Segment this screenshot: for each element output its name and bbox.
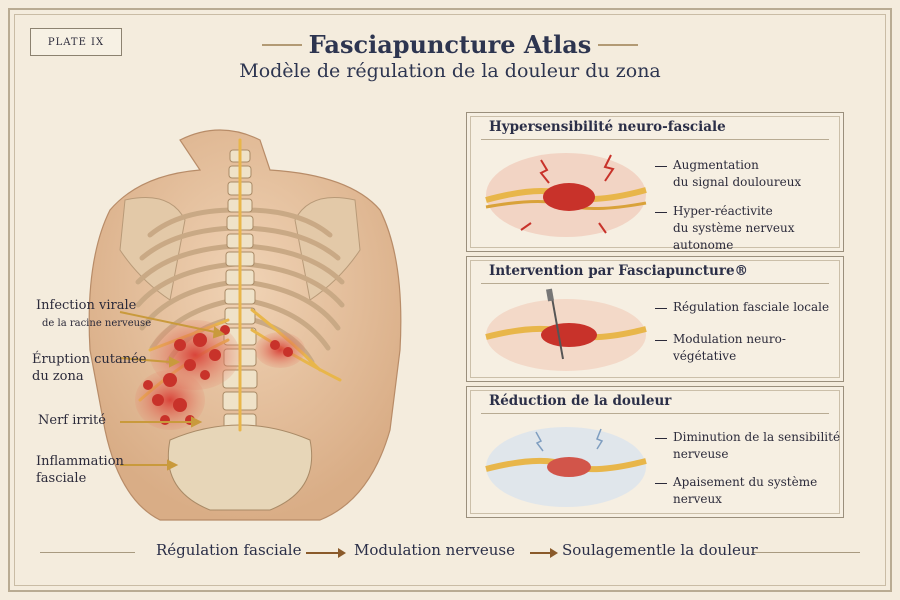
panel-border (470, 116, 840, 248)
label-eruption-line2: du zona (32, 369, 84, 384)
label-arrows (119, 311, 226, 471)
outer-frame (8, 8, 892, 592)
needle-intervention-illustration (485, 288, 647, 371)
panel-point: Hyper-réactivite du système nerveux auto… (673, 203, 843, 254)
label-eruption-line1: Éruption cutanée (32, 352, 147, 367)
pelvis (167, 424, 313, 511)
label-infection-line1: Infection virale (36, 298, 137, 313)
flow-step-2: Modulation nerveuse (354, 541, 515, 559)
panel-point: Diminution de la sensibilité nerveuse (673, 429, 840, 463)
flow-rule-right (752, 552, 860, 553)
flow-step-3: Soulagementle la douleur (562, 541, 758, 559)
point-line1: Hyper-réactivite (673, 204, 773, 218)
bullet-dash (655, 212, 667, 213)
label-inflammation: Inflammation fasciale (36, 453, 124, 487)
bullet-dash (655, 340, 667, 341)
label-infection-line2: de la racine nerveuse (42, 318, 152, 329)
label-inflammation-line1: Inflammation (36, 454, 124, 469)
bullet-dash (655, 308, 667, 309)
label-nerf: Nerf irrité (38, 413, 106, 428)
calm-nerve-illustration (485, 427, 647, 507)
panel-title: Intervention par Fasciapuncture® (489, 263, 749, 279)
panel-divider (481, 413, 829, 414)
point-line1: Augmentation (673, 158, 759, 172)
point-line1: Diminution de la sensibilité (673, 430, 841, 444)
flow-rule-left (40, 552, 135, 553)
shingles-rash (135, 320, 305, 430)
bullet-dash (655, 438, 667, 439)
panel-title: Réduction de la douleur (489, 393, 672, 409)
label-infection: Infection virale (36, 297, 136, 314)
point-line2: du système nerveux autonome (673, 221, 795, 252)
label-eruption: Éruption cutanée du zona (32, 351, 147, 385)
panel-point: Augmentation du signal douloureux (673, 157, 801, 191)
flow-arrow-icon (530, 548, 558, 558)
flow-arrow-icon (306, 548, 346, 558)
inner-frame (14, 14, 886, 586)
bullet-dash (655, 483, 667, 484)
panel-point: Régulation fasciale locale (673, 300, 830, 314)
panel-intervention: Intervention par Fasciapuncture® Régulat… (466, 256, 844, 382)
panel-divider (481, 139, 829, 140)
panel-title: Hypersensibilité neuro-fasciale (489, 119, 726, 135)
panel-divider (481, 283, 829, 284)
point-line2: du signal douloureux (673, 175, 802, 189)
title-ornament-left (262, 44, 302, 46)
bullet-dash (655, 166, 667, 167)
back-anatomy-illustration (88, 129, 402, 521)
plate-number: PLATE IX (30, 28, 122, 56)
panel-hypersensibilite: Hypersensibilité neuro-fasciale Augmenta… (466, 112, 844, 252)
panel-point: Apaisement du système nerveux (673, 474, 817, 508)
label-inflammation-line2: fasciale (36, 471, 87, 486)
panel-border (470, 260, 840, 378)
panel-point: Modulation neuro-végétative (673, 332, 786, 363)
point-line2: nerveuse (673, 447, 729, 461)
point-line1: Apaisement du système (673, 475, 818, 489)
page-subtitle: Modèle de régulation de la douleur du zo… (239, 60, 661, 82)
page-title: Fasciapuncture Atlas (308, 30, 592, 59)
point-line2: nerveux (673, 492, 722, 506)
nerve-inflamed-illustration (485, 153, 647, 237)
panel-reduction: Réduction de la douleur Diminution de la… (466, 386, 844, 518)
title-ornament-right (598, 44, 638, 46)
panel-border (470, 390, 840, 514)
flow-step-1: Régulation fasciale (156, 541, 302, 559)
